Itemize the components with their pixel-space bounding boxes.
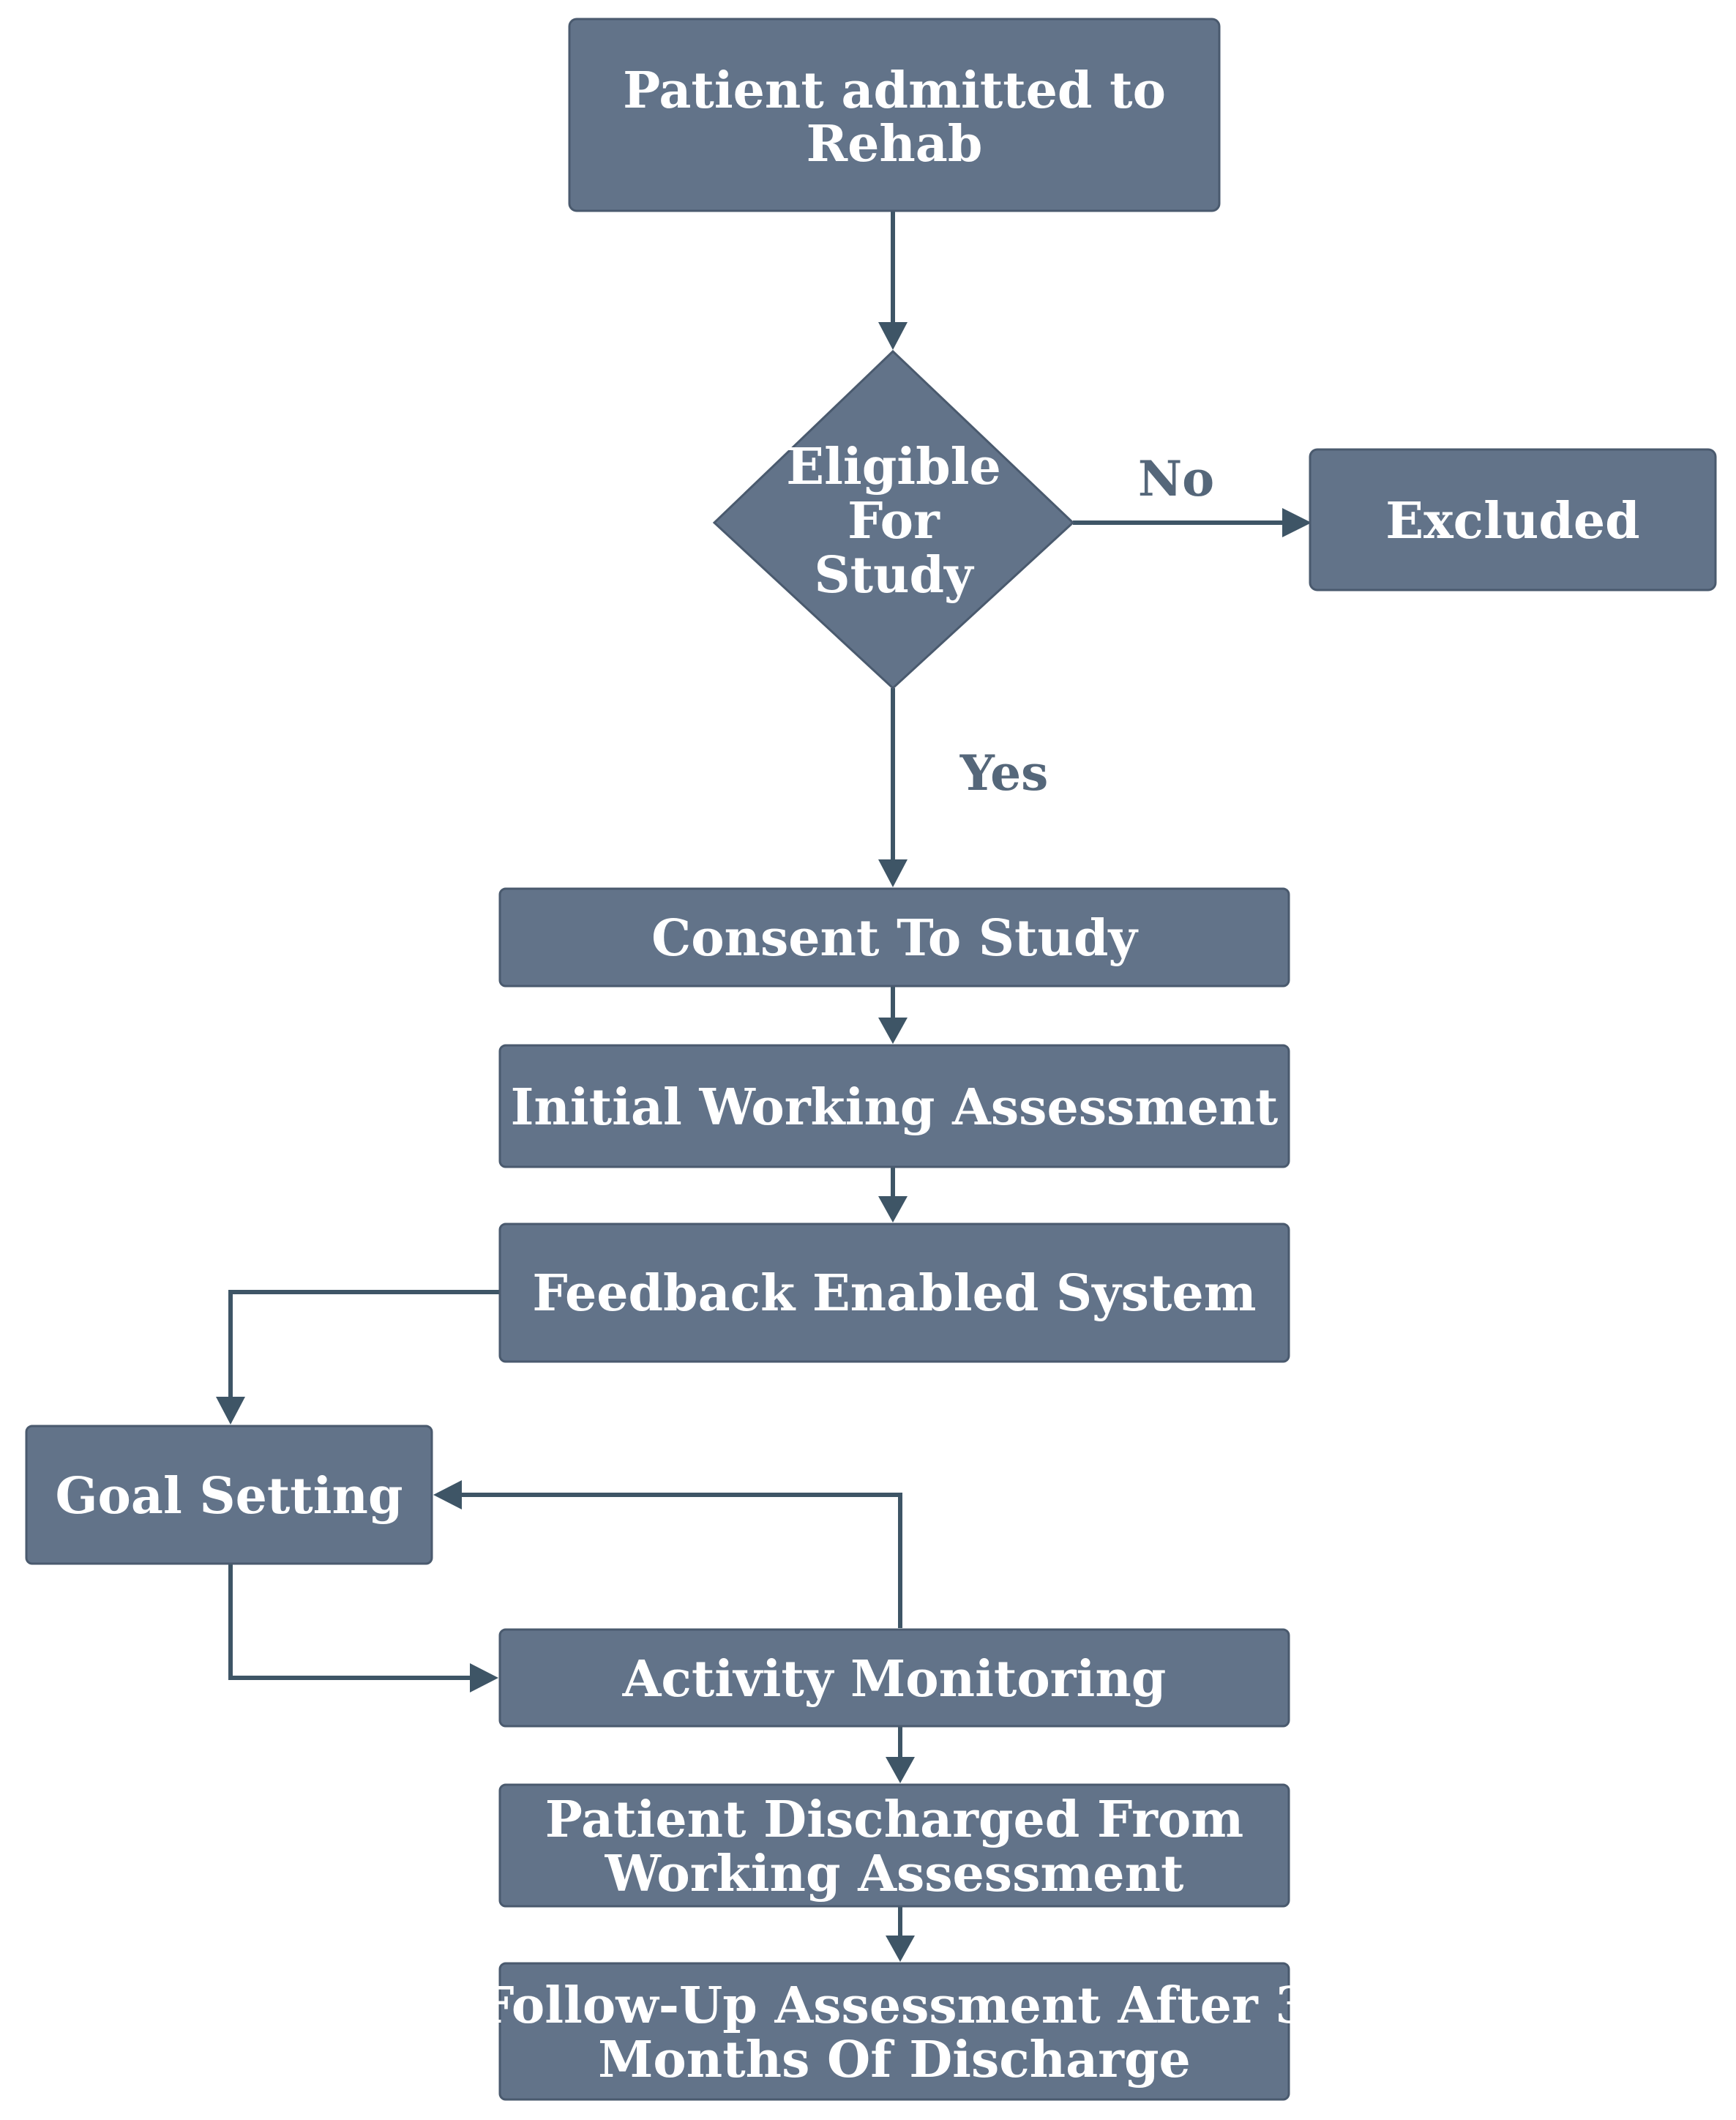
node-eligible-diamond <box>712 349 1075 690</box>
edge-feedback-to-goal <box>228 1290 500 1401</box>
node-eligible-decision: Eligible For Study <box>712 349 1075 690</box>
node-activity-monitoring-box <box>498 1628 1290 1728</box>
node-activity-monitoring-label: Activity Monitoring <box>622 1650 1167 1709</box>
node-goal-setting: Goal Setting <box>25 1425 433 1565</box>
arrowhead-goal-loop <box>433 1480 462 1509</box>
arrowhead-goal <box>216 1397 245 1425</box>
arrowhead-excluded <box>1282 508 1312 537</box>
arrowhead-initial <box>878 1018 908 1044</box>
edges <box>216 211 1312 1962</box>
node-goal-setting-box <box>25 1425 433 1565</box>
node-excluded: Excluded <box>1309 448 1717 591</box>
arrowhead-followup <box>886 1936 915 1962</box>
edge-label-yes: Yes <box>959 744 1049 802</box>
node-feedback-system-label: Feedback Enabled System <box>532 1264 1256 1323</box>
edge-activity-to-goal <box>457 1493 902 1628</box>
node-patient-discharged: Patient Discharged From Working Assessme… <box>498 1783 1290 1908</box>
node-activity-monitoring: Activity Monitoring <box>498 1628 1290 1728</box>
arrowhead-feedback <box>878 1196 908 1223</box>
arrowhead-eligible <box>878 322 908 350</box>
node-patient-admitted-line1: Patient admitted to <box>623 61 1166 120</box>
node-consent: Consent To Study <box>498 887 1290 988</box>
edge-goal-to-activity <box>228 1564 474 1680</box>
node-patient-discharged-line1: Patient Discharged From <box>545 1791 1243 1849</box>
arrowhead-consent <box>878 859 908 887</box>
node-follow-up-line2: Months Of Discharge <box>598 2031 1191 2089</box>
arrowhead-discharged <box>886 1757 915 1783</box>
node-excluded-box <box>1309 448 1717 591</box>
node-eligible-line1: Eligible <box>786 438 1001 496</box>
edge-label-no: No <box>1138 450 1214 507</box>
node-eligible-line3: Study <box>814 546 975 605</box>
node-follow-up-box <box>498 1962 1290 2101</box>
node-follow-up-line1: Follow-Up Assessment After 3 <box>479 1977 1309 2035</box>
node-excluded-label: Excluded <box>1385 492 1639 550</box>
node-initial-assessment: Initial Working Assessment <box>498 1044 1290 1168</box>
node-patient-discharged-line2: Working Assessment <box>605 1845 1184 1903</box>
node-patient-admitted-box <box>568 18 1221 212</box>
node-initial-assessment-box <box>498 1044 1290 1168</box>
node-feedback-system: Feedback Enabled System <box>498 1223 1290 1363</box>
node-consent-box <box>498 887 1290 988</box>
node-eligible-line2: For <box>848 492 940 550</box>
node-consent-label: Consent To Study <box>651 909 1139 968</box>
node-patient-admitted: Patient admitted to Rehab <box>568 18 1221 212</box>
node-goal-setting-label: Goal Setting <box>55 1467 403 1526</box>
node-initial-assessment-label: Initial Working Assessment <box>511 1078 1279 1137</box>
node-follow-up: Follow-Up Assessment After 3 Months Of D… <box>479 1962 1310 2101</box>
node-feedback-system-box <box>498 1223 1290 1363</box>
node-patient-discharged-box <box>498 1783 1290 1908</box>
node-patient-admitted-line2: Rehab <box>807 115 983 173</box>
arrowhead-activity <box>470 1663 498 1692</box>
